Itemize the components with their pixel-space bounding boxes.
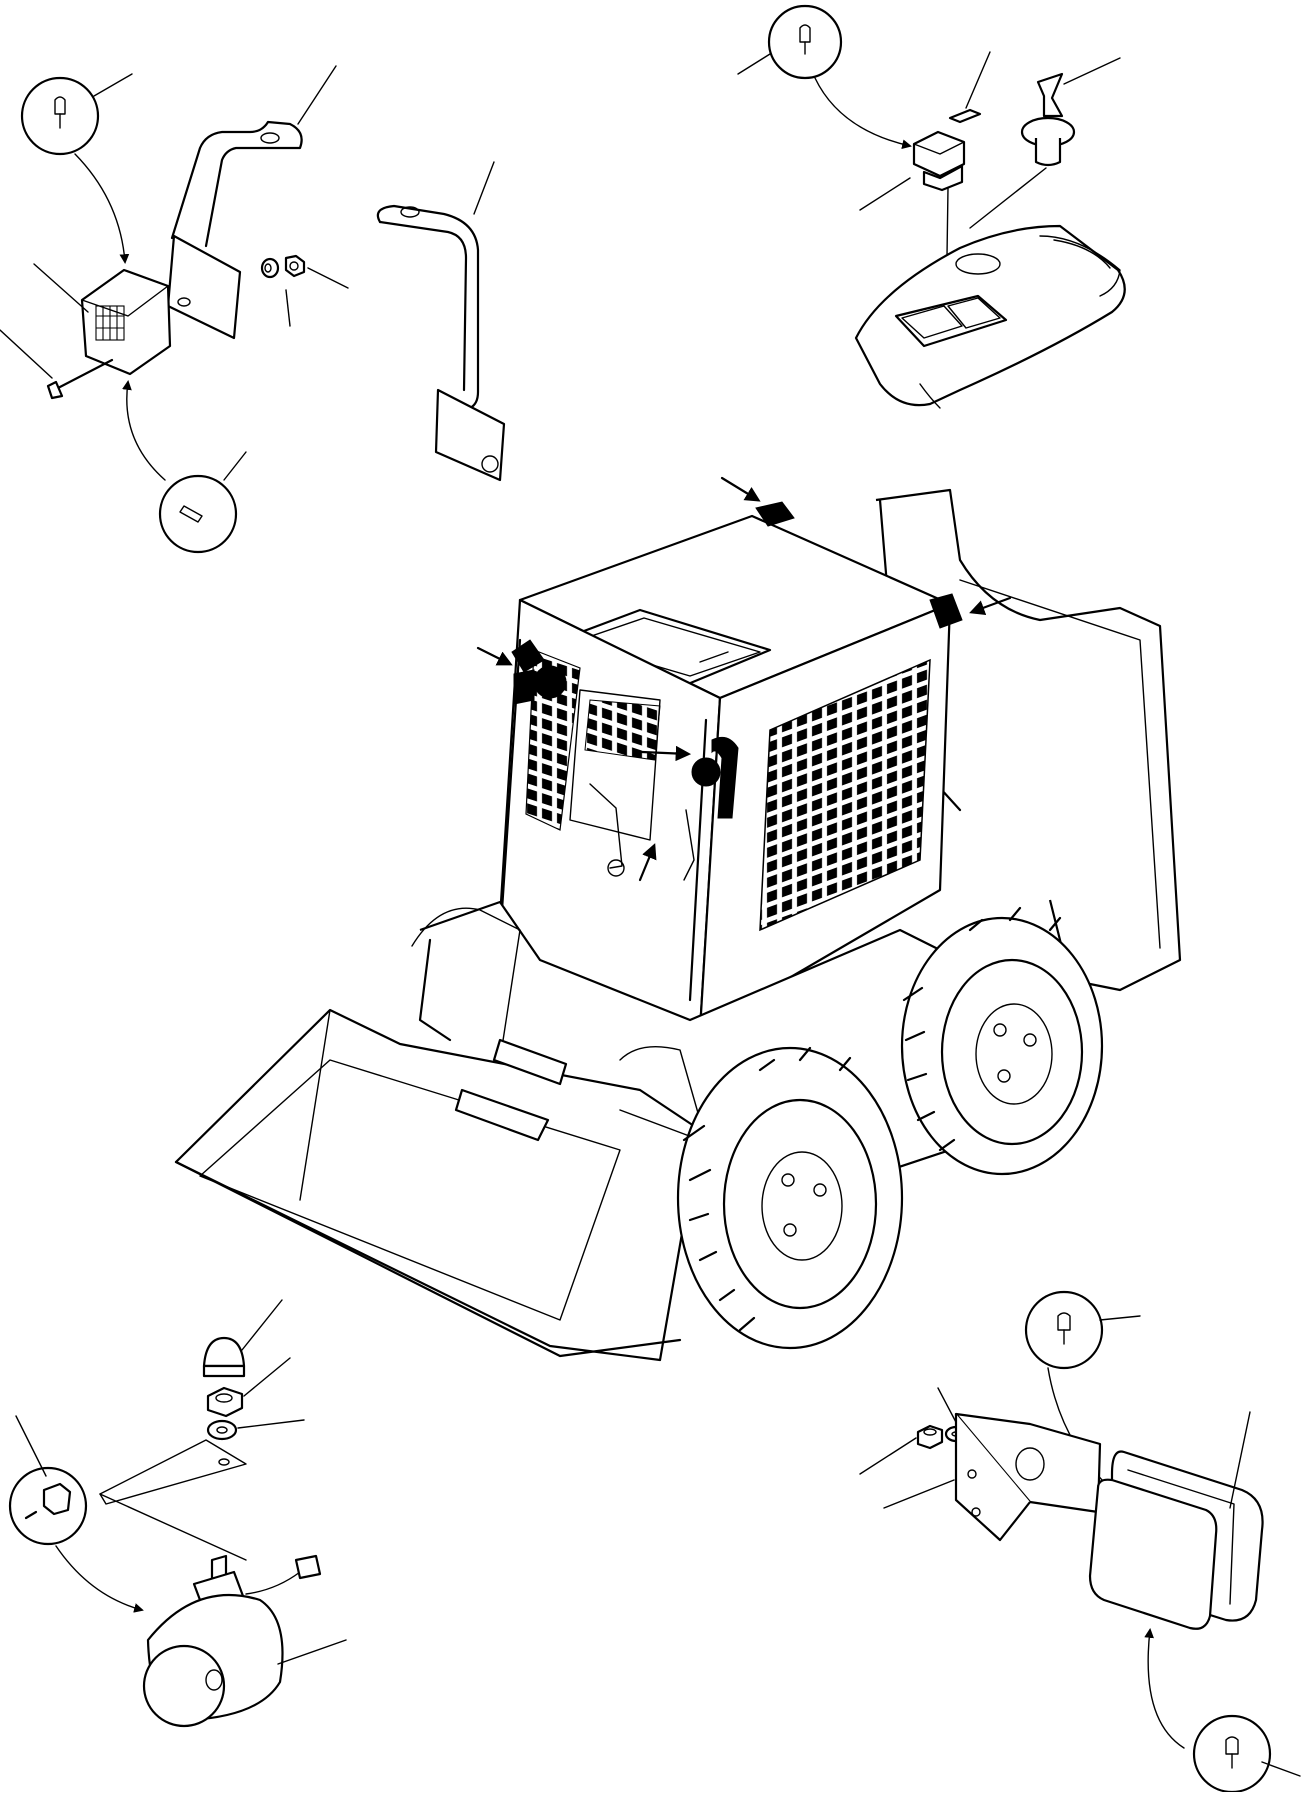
rear-lamp-group [859,1290,1301,1794]
front-lamp-icon [33,263,172,376]
front-wheel-icon [676,1046,904,1350]
bulb-callout-5-icon [1192,1714,1301,1794]
rear-wheel-icon [900,906,1104,1176]
skid-steer-loader-icon [174,476,1182,1362]
work-lamp-icon [142,1554,347,1728]
cap-nut-icon [202,1299,283,1378]
front-left-lamp-group [0,65,349,554]
work-lamp-group [8,1299,347,1728]
bulb-callout-3-icon [737,4,843,80]
nut-3-icon [859,1387,968,1475]
washer-icon [206,1419,305,1466]
plug-callout-icon [8,1415,88,1546]
lens-icon [948,51,991,124]
lamp-bracket-icon [166,65,337,340]
rear-lamp-icon [1088,1411,1264,1630]
key-switch-icon [969,57,1121,229]
lamp-bracket-2-icon [883,1412,1102,1542]
rear-bracket-group [376,161,506,482]
console-panel-icon [854,224,1126,409]
screw-icon [0,329,114,400]
nut-2-icon [206,1357,291,1418]
bulb-callout-2-icon [158,451,247,554]
nut-icon [260,254,349,327]
dash-switches-group [737,4,1126,409]
bulb-callout-4-icon [1024,1290,1141,1370]
bulb-callout-icon [20,73,133,156]
